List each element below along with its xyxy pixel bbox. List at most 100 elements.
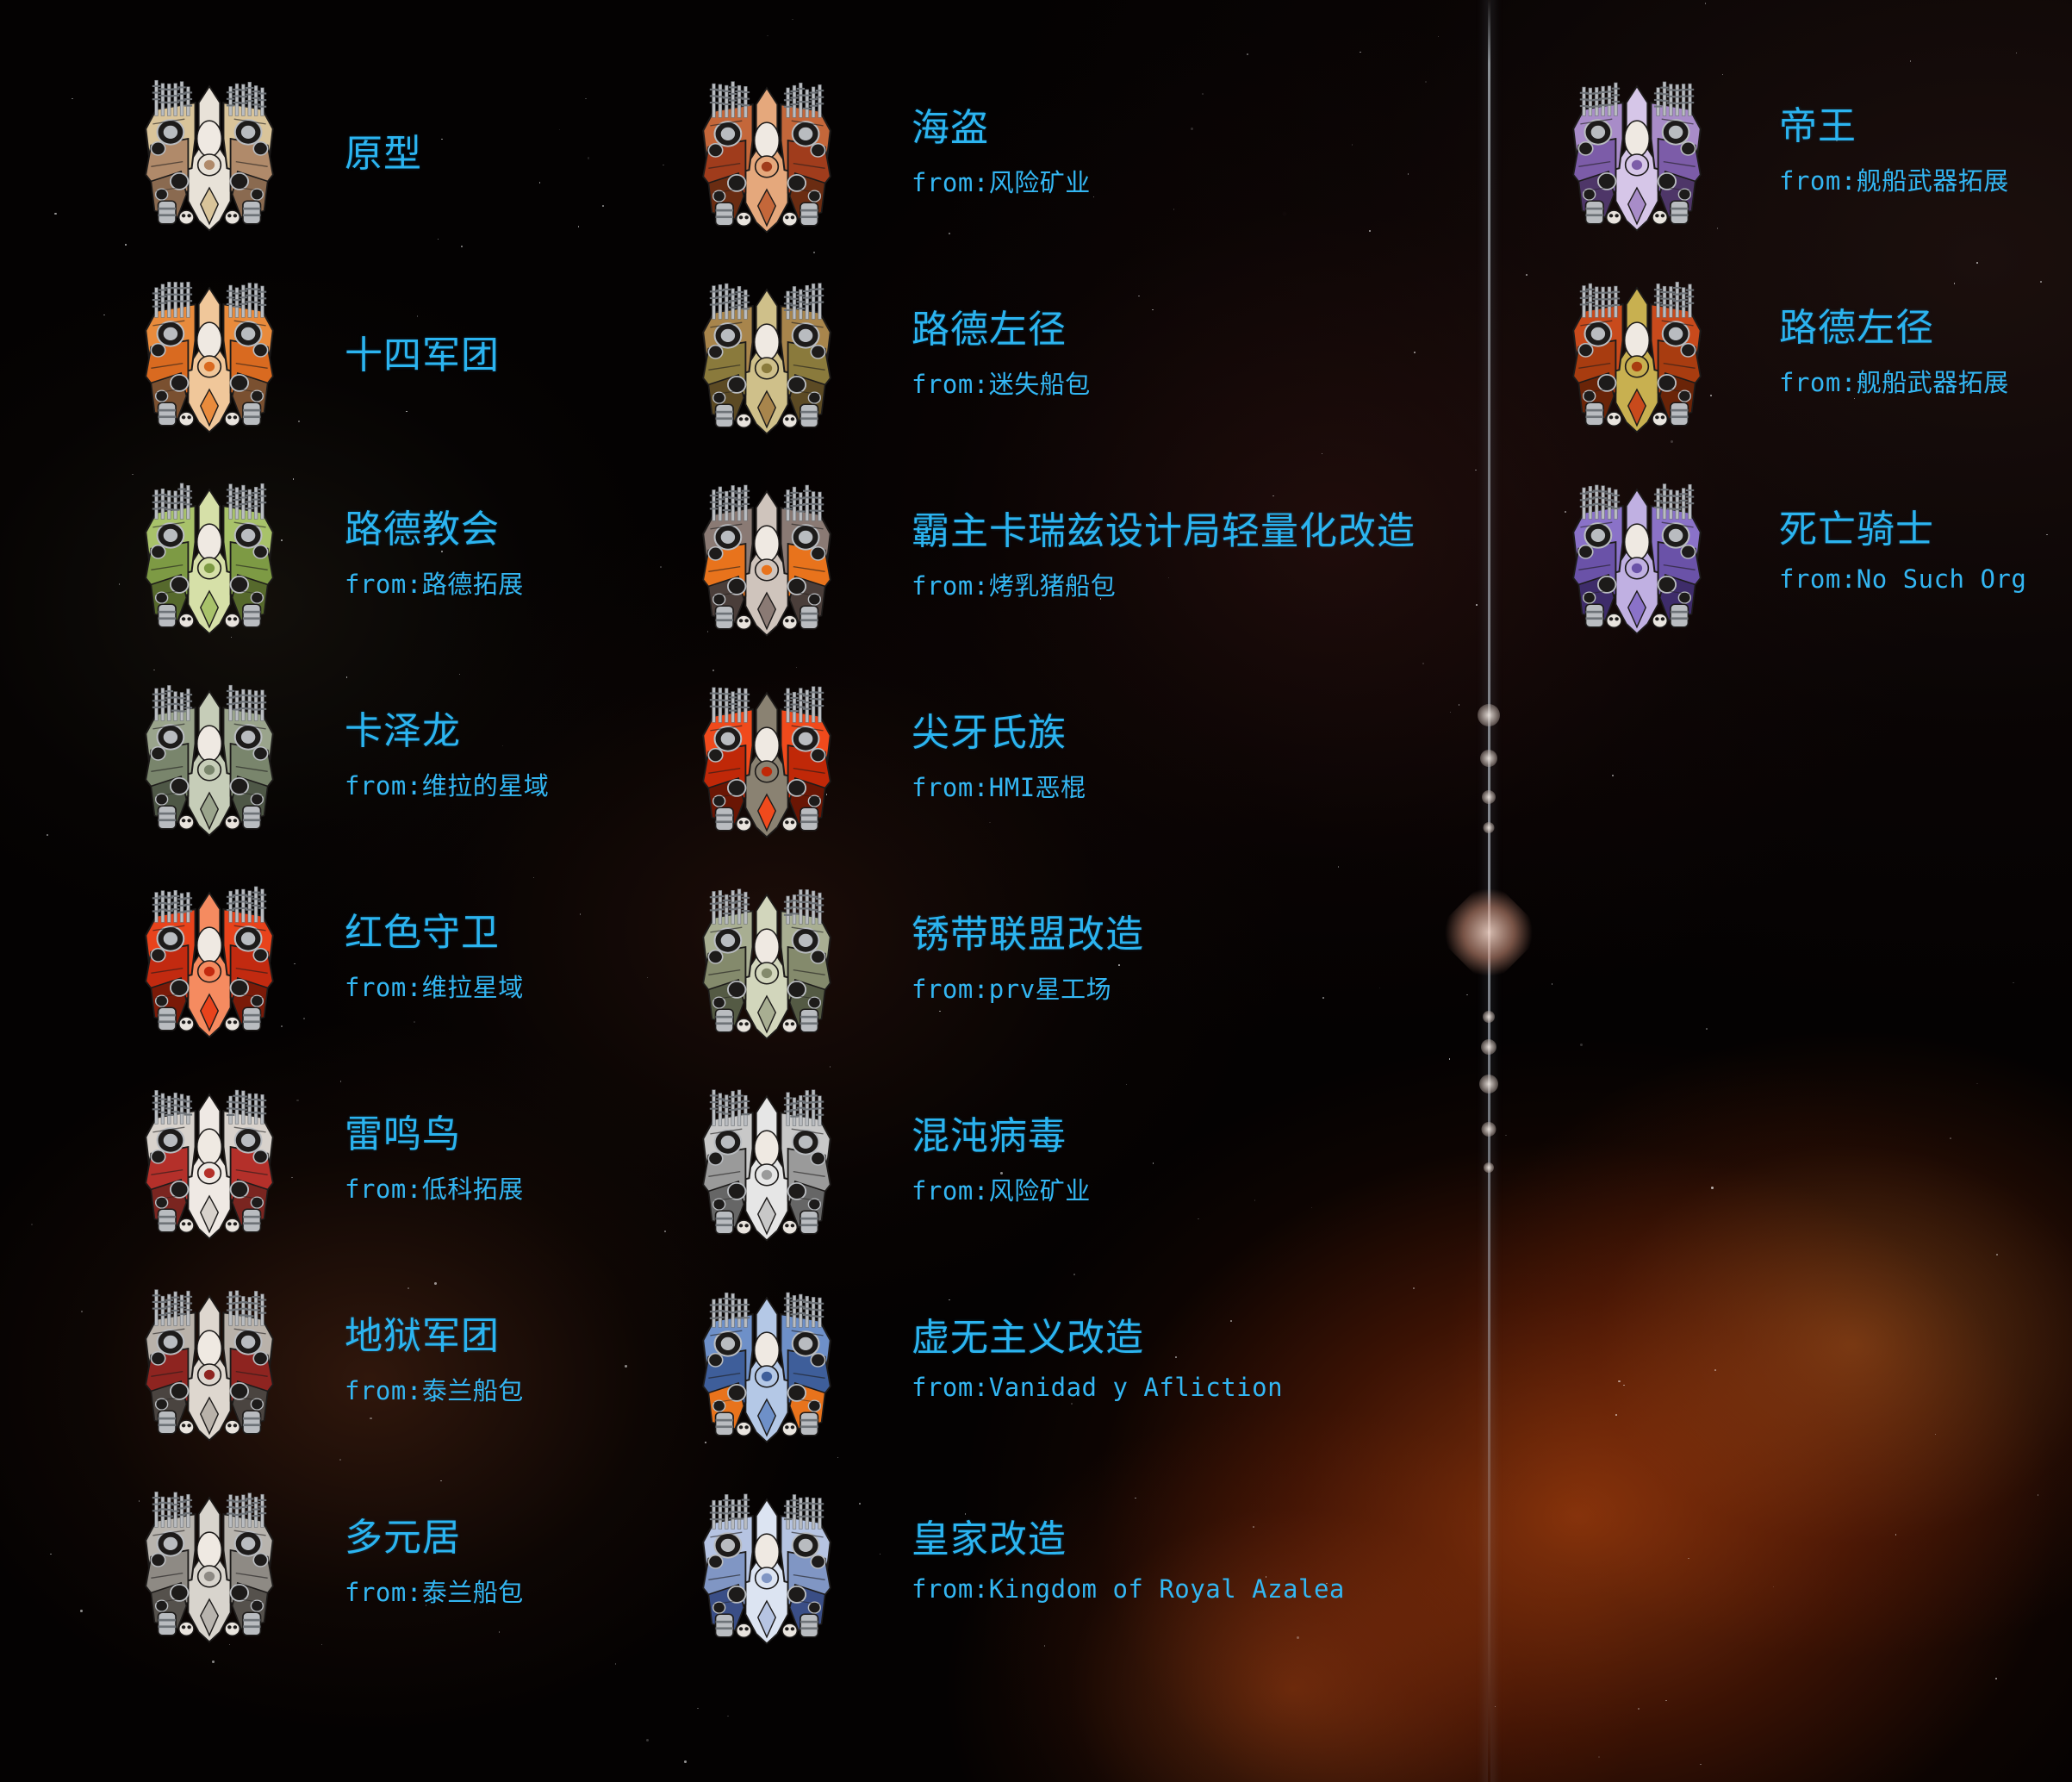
star	[212, 1660, 215, 1664]
star	[538, 182, 541, 184]
star	[1623, 1384, 1625, 1386]
star	[858, 1503, 861, 1505]
ship-thumbnail[interactable]	[679, 680, 856, 844]
ship-variant-name: 雷鸣鸟	[345, 1112, 461, 1156]
beam-node	[1484, 1162, 1494, 1173]
ship-thumbnail[interactable]	[121, 1081, 298, 1245]
ship-thumbnail[interactable]	[1549, 477, 1726, 640]
star	[1437, 35, 1440, 38]
ship-thumbnail[interactable]	[679, 882, 856, 1045]
ship-thumbnail[interactable]	[1549, 73, 1726, 237]
star	[1598, 1756, 1601, 1758]
star	[1895, 1534, 1897, 1536]
ship-variant-name: 路德教会	[345, 508, 500, 551]
ship-sprite	[145, 1289, 274, 1442]
star	[1953, 283, 1956, 284]
star	[81, 1311, 83, 1312]
star	[964, 1513, 967, 1515]
beam-node	[1479, 1075, 1498, 1094]
ship-variant-source: from:prv星工场	[912, 975, 1112, 1005]
ship-variant-name: 海盗	[912, 106, 989, 150]
beam-node	[1478, 704, 1500, 726]
star	[684, 1760, 687, 1763]
ship-thumbnail[interactable]	[679, 75, 856, 239]
ship-variant-name: 红色守卫	[345, 911, 500, 955]
star	[461, 246, 463, 247]
beam-node	[1483, 821, 1495, 833]
star	[1671, 439, 1673, 443]
ship-thumbnail[interactable]	[121, 73, 298, 237]
star	[1425, 80, 1427, 83]
star	[1322, 997, 1324, 999]
ship-thumbnail[interactable]	[121, 1485, 298, 1648]
star	[1173, 209, 1175, 210]
ship-thumbnail[interactable]	[679, 277, 856, 440]
star	[1351, 144, 1353, 146]
star	[646, 1739, 650, 1742]
ship-thumbnail[interactable]	[121, 880, 298, 1044]
ship-sprite	[145, 79, 274, 232]
star	[132, 473, 134, 476]
ship-thumbnail[interactable]	[679, 478, 856, 642]
star	[989, 821, 991, 824]
star	[2013, 981, 2014, 984]
star	[2046, 533, 2048, 536]
star	[1612, 775, 1615, 776]
ship-variant-labels: 雷鸣鸟 from:低科拓展	[345, 1112, 524, 1206]
ship-sprite	[1572, 81, 1702, 232]
ship-thumbnail[interactable]	[121, 678, 298, 842]
star	[72, 97, 73, 100]
ship-thumbnail[interactable]	[1549, 275, 1726, 439]
star	[532, 876, 535, 879]
star	[1297, 1636, 1299, 1639]
ship-variant-source: from:Kingdom of Royal Azalea	[912, 1574, 1345, 1604]
star	[440, 1480, 442, 1482]
ship-variant-source: from:泰兰船包	[345, 1578, 524, 1608]
ship-variant-source: from:舰船武器拓展	[1779, 368, 2009, 398]
star	[829, 1066, 831, 1068]
star	[1414, 351, 1416, 353]
star	[124, 244, 127, 246]
star	[152, 669, 155, 671]
ship-variant-name: 路德左径	[1779, 306, 1934, 350]
ship-variant-name: 原型	[345, 132, 422, 176]
star	[320, 1643, 323, 1646]
star	[1909, 60, 1912, 62]
ship-thumbnail[interactable]	[121, 1283, 298, 1447]
star	[795, 666, 798, 669]
beam-node	[1482, 790, 1496, 804]
star	[414, 1021, 415, 1023]
beam-node	[1481, 1121, 1496, 1137]
ship-thumbnail[interactable]	[121, 477, 298, 640]
ship-sprite	[145, 1492, 274, 1643]
ship-variant-source: from:泰兰船包	[345, 1376, 524, 1406]
ship-variant-source: from:迷失船包	[912, 370, 1091, 400]
star	[345, 676, 348, 678]
ship-variant-name: 十四军团	[345, 333, 500, 377]
star	[1976, 1082, 1978, 1085]
ship-variant-source: from:低科拓展	[345, 1174, 524, 1205]
ship-sprite	[145, 483, 274, 635]
ship-sprite	[702, 1089, 831, 1242]
ship-thumbnail[interactable]	[679, 1083, 856, 1247]
star	[2040, 281, 2042, 283]
ship-thumbnail[interactable]	[121, 275, 298, 439]
star	[1197, 1218, 1199, 1220]
ship-thumbnail[interactable]	[679, 1285, 856, 1449]
star	[416, 315, 419, 317]
star	[1191, 128, 1193, 131]
star	[1138, 295, 1140, 297]
star	[1706, 1028, 1708, 1031]
star	[1526, 274, 1528, 276]
star	[1950, 1137, 1951, 1139]
ship-variant-source: from:舰船武器拓展	[1779, 166, 2009, 196]
ship-variant-name: 多元居	[345, 1516, 461, 1560]
star	[2015, 52, 2018, 54]
ship-thumbnail[interactable]	[679, 1486, 856, 1650]
